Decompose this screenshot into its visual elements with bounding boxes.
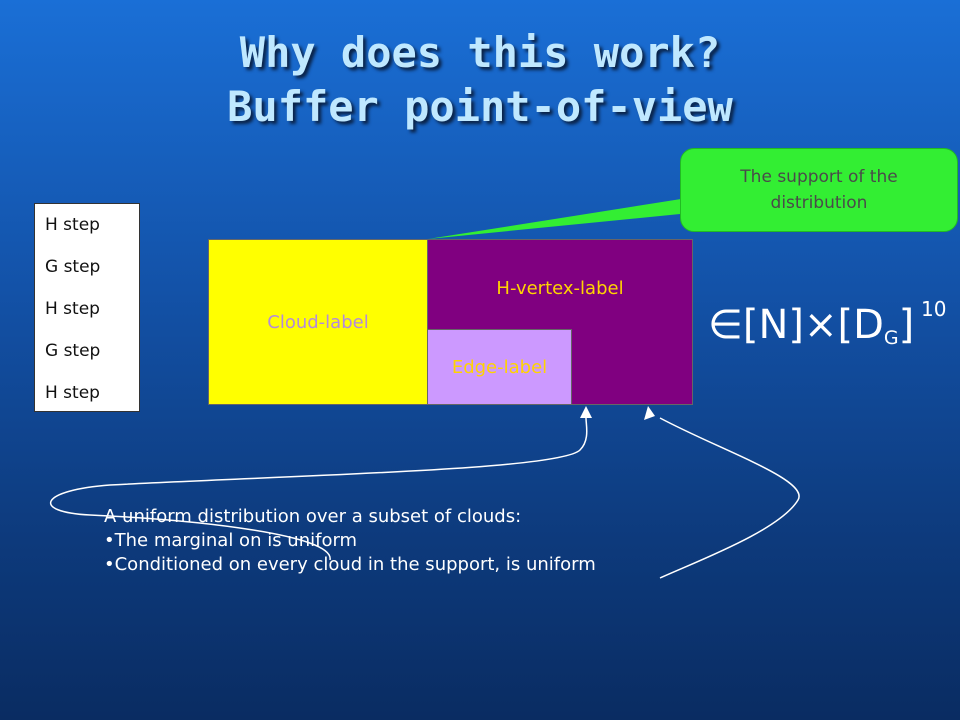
description-text: A uniform distribution over a subset of …	[104, 505, 596, 577]
steps-box: H step G step H step G step H step	[34, 203, 140, 412]
title-line-2: Buffer point-of-view	[227, 82, 733, 131]
callout-text: The support of the distribution	[740, 167, 898, 213]
callout-pointer	[428, 196, 700, 239]
edge-label: Edge-label	[451, 356, 548, 378]
formula-subscript: G	[883, 327, 899, 349]
description-line-3: •Conditioned on every cloud in the suppo…	[104, 554, 596, 575]
step-item: G step	[45, 257, 101, 277]
h-vertex-label: H-vertex-label	[496, 278, 624, 299]
description-line-1: A uniform distribution over a subset of …	[104, 506, 522, 527]
edge-block: Edge-label	[427, 329, 572, 405]
formula-dg-open: [D	[837, 302, 884, 348]
support-callout: The support of the distribution	[680, 148, 958, 232]
cloud-label: Cloud-label	[267, 311, 369, 333]
arrow-to-edge	[49, 417, 588, 561]
step-item: H step	[45, 383, 100, 403]
cloud-block: Cloud-label	[208, 239, 428, 405]
arrow-to-h-vertex	[659, 417, 800, 579]
arrow-head-h-vertex	[644, 406, 655, 420]
step-item: H step	[45, 215, 100, 235]
element-of-symbol: ∈	[708, 302, 743, 348]
description-line-2: •The marginal on is uniform	[104, 530, 358, 551]
formula-exponent: 10	[921, 297, 947, 321]
times-symbol: ×	[803, 302, 838, 348]
formula-dg-close: ]	[898, 302, 915, 348]
step-item: H step	[45, 299, 100, 319]
arrow-head-edge	[580, 406, 592, 418]
domain-formula: ∈[N]×[DG]10	[708, 297, 946, 363]
step-item: G step	[45, 341, 101, 361]
title-line-1: Why does this work?	[239, 28, 721, 77]
formula-n: [N]	[742, 302, 804, 348]
slide-title: Why does this work? Buffer point-of-view	[0, 26, 960, 134]
